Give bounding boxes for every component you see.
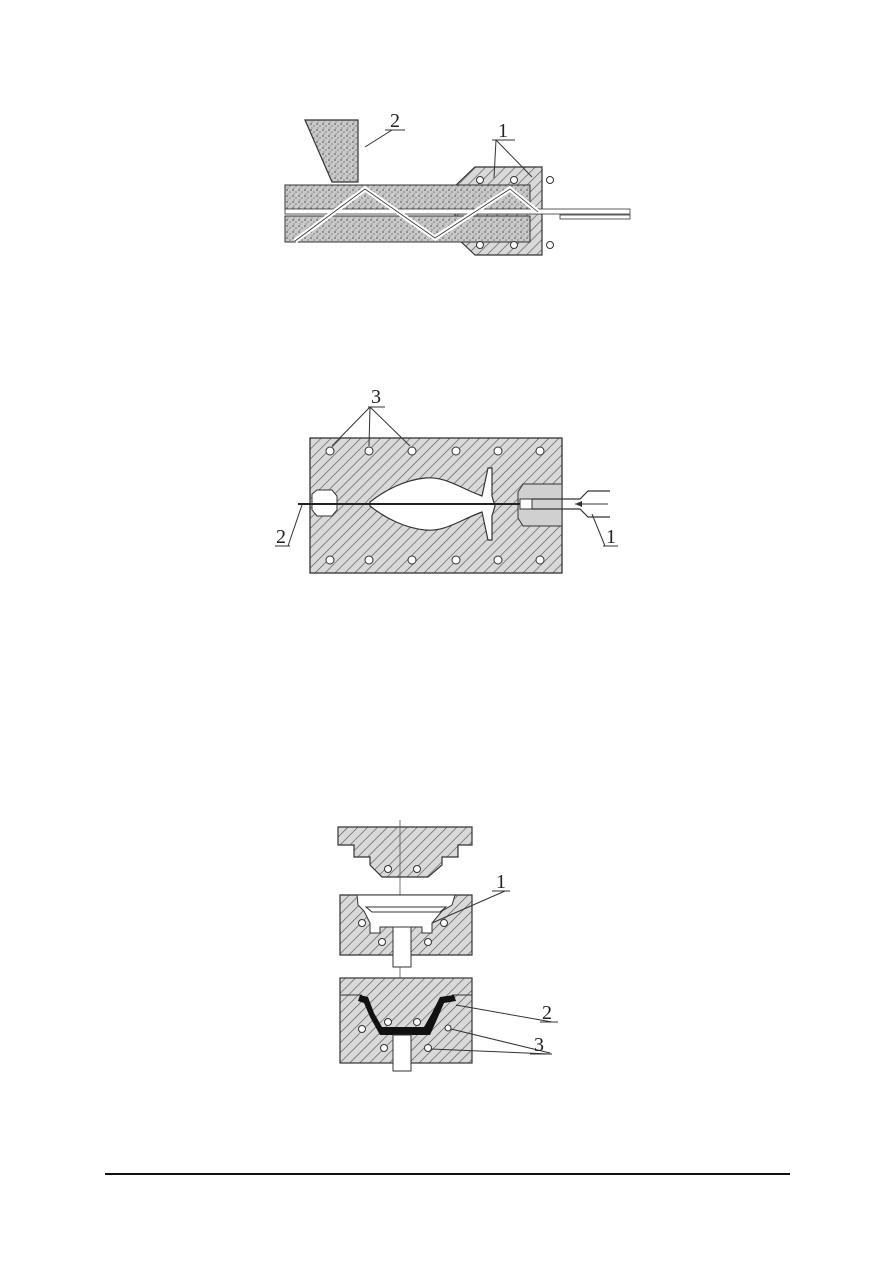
label-part: 2 — [542, 1002, 552, 1024]
label-heaters: 3 — [534, 1034, 544, 1056]
barrel-upper — [284, 184, 531, 211]
figure-compression-mold: 1 2 3 — [337, 820, 558, 1072]
label-charge: 1 — [496, 871, 506, 893]
nozzle-insert — [517, 483, 563, 527]
hopper — [304, 119, 359, 183]
injection-nozzle — [532, 490, 610, 518]
figure-injection-mold: 3 2 1 — [275, 386, 618, 574]
label-nozzle: 1 — [606, 526, 616, 548]
preform-charge — [364, 906, 448, 913]
label-hopper: 2 — [390, 110, 400, 132]
footer-rule — [105, 1173, 790, 1175]
label-vent: 2 — [276, 526, 286, 548]
molded-part — [358, 995, 456, 1035]
upper-punch — [337, 826, 473, 878]
figure-extruder: 2 1 — [284, 110, 631, 256]
label-cooling-channels: 3 — [371, 386, 381, 408]
label-heaters: 1 — [498, 120, 508, 142]
